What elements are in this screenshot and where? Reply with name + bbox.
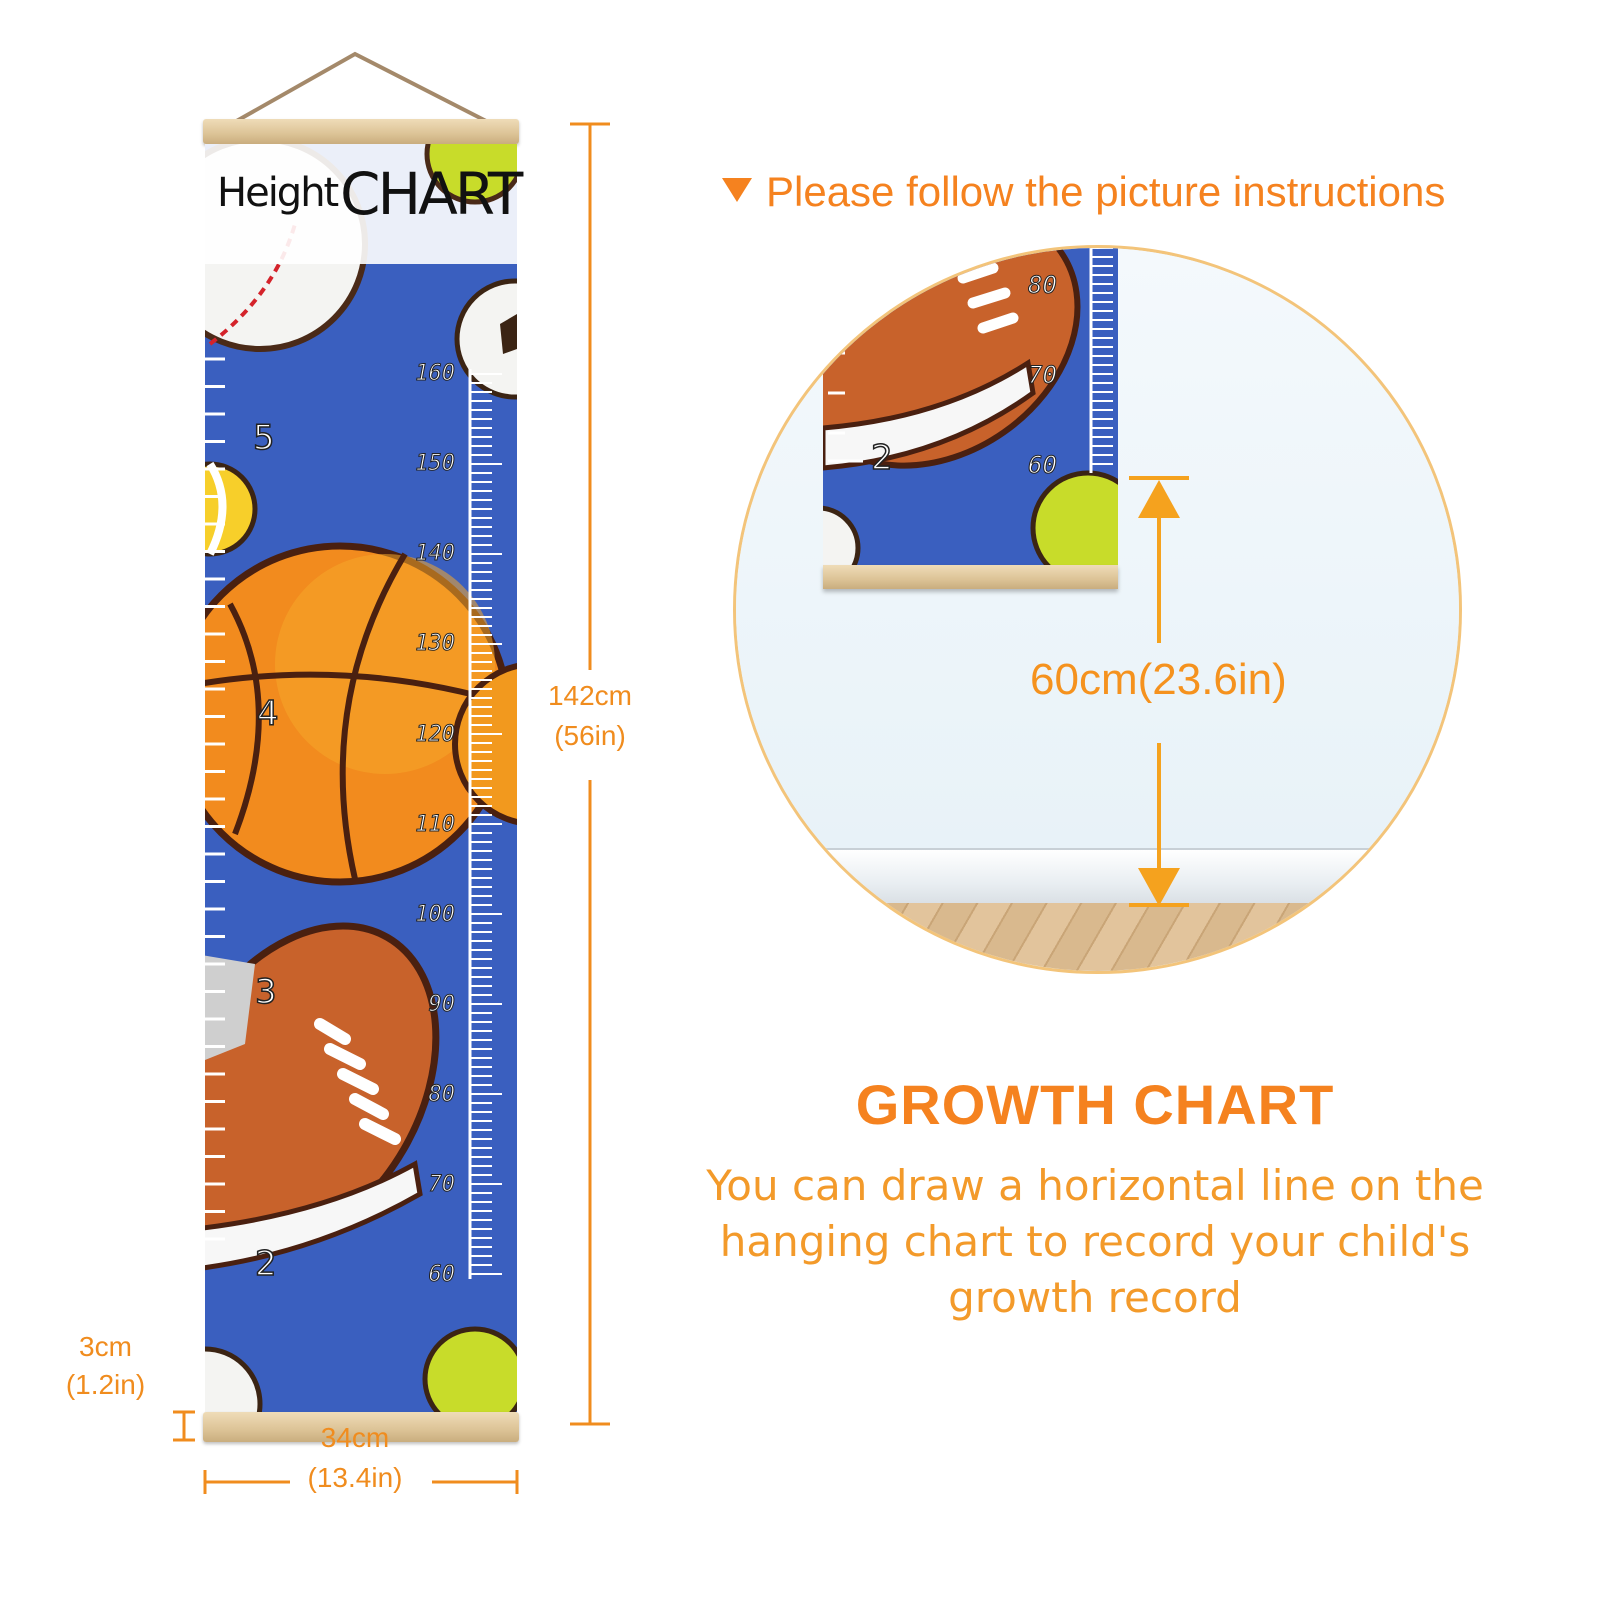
height-in: (56in) — [554, 720, 626, 751]
wood-floor — [736, 903, 1459, 971]
hanging-rope — [231, 51, 492, 125]
description-line-2: hanging chart to record your child's — [719, 1217, 1471, 1266]
zoom-cm-label-80: 80 — [1028, 271, 1058, 300]
cm-label-60: 60 — [428, 1262, 456, 1288]
ft-label-5: 5 — [252, 417, 275, 459]
cm-label-120: 120 — [415, 722, 456, 748]
ft-label-3: 3 — [254, 971, 277, 1013]
height-dimension-label: 142cm (56in) — [535, 676, 645, 756]
sports-balls-artwork — [205, 144, 517, 1412]
cm-label-160: 160 — [415, 361, 456, 387]
cm-label-130: 130 — [415, 631, 456, 657]
ft-label-2: 2 — [254, 1243, 277, 1285]
skirting-board — [736, 848, 1459, 905]
growth-chart-description: You can draw a horizontal line on the ha… — [690, 1158, 1500, 1326]
dimension-lines — [173, 122, 610, 1494]
growth-chart-title: GROWTH CHART — [855, 1073, 1335, 1136]
stick-cm: 3cm — [79, 1331, 132, 1362]
zoom-cm-label-60: 60 — [1028, 451, 1058, 480]
distance-arrow — [1129, 476, 1189, 907]
chart-title-height: Height — [217, 170, 339, 216]
cm-label-110: 110 — [415, 812, 456, 838]
ft-label-4: 4 — [256, 693, 279, 735]
cm-label-70: 70 — [428, 1172, 456, 1198]
cm-label-140: 140 — [415, 541, 456, 567]
distance-label: 60cm(23.6in) — [1030, 655, 1287, 704]
cm-label-90: 90 — [428, 992, 456, 1018]
instruction-heading: Please follow the picture instructions — [722, 168, 1445, 216]
zoomed-chart-artwork — [823, 248, 1118, 565]
stick-in: (1.2in) — [65, 1369, 146, 1400]
cm-label-100: 100 — [415, 902, 456, 928]
zoom-ft-label-2: 2 — [870, 437, 893, 479]
cm-label-80: 80 — [428, 1082, 456, 1108]
zoomed-chart-bottom: 80 70 60 2 — [823, 248, 1118, 565]
down-triangle-icon — [722, 178, 752, 202]
zoomed-bottom-hanger — [823, 565, 1118, 589]
chart-title-chart: CHART — [340, 160, 523, 228]
top-wooden-hanger — [203, 119, 519, 144]
zoom-cm-label-70: 70 — [1028, 361, 1058, 390]
bottom-wooden-hanger — [203, 1412, 519, 1442]
width-dimension-label: 34cm (13.4in) — [280, 1418, 430, 1498]
cm-label-150: 150 — [415, 451, 456, 477]
height-chart-panel: 160 150 140 130 120 110 100 90 80 70 60 … — [205, 144, 517, 1412]
width-in: (13.4in) — [307, 1462, 403, 1493]
description-line-3: growth record — [948, 1273, 1242, 1322]
height-cm: 142cm — [547, 680, 633, 711]
width-cm: 34cm — [320, 1422, 390, 1453]
stick-dimension-label: 3cm (1.2in) — [48, 1328, 163, 1404]
description-line-1: You can draw a horizontal line on the — [706, 1161, 1484, 1210]
installation-zoom-circle: 80 70 60 2 — [733, 245, 1462, 974]
instruction-text: Please follow the picture instructions — [766, 168, 1446, 215]
